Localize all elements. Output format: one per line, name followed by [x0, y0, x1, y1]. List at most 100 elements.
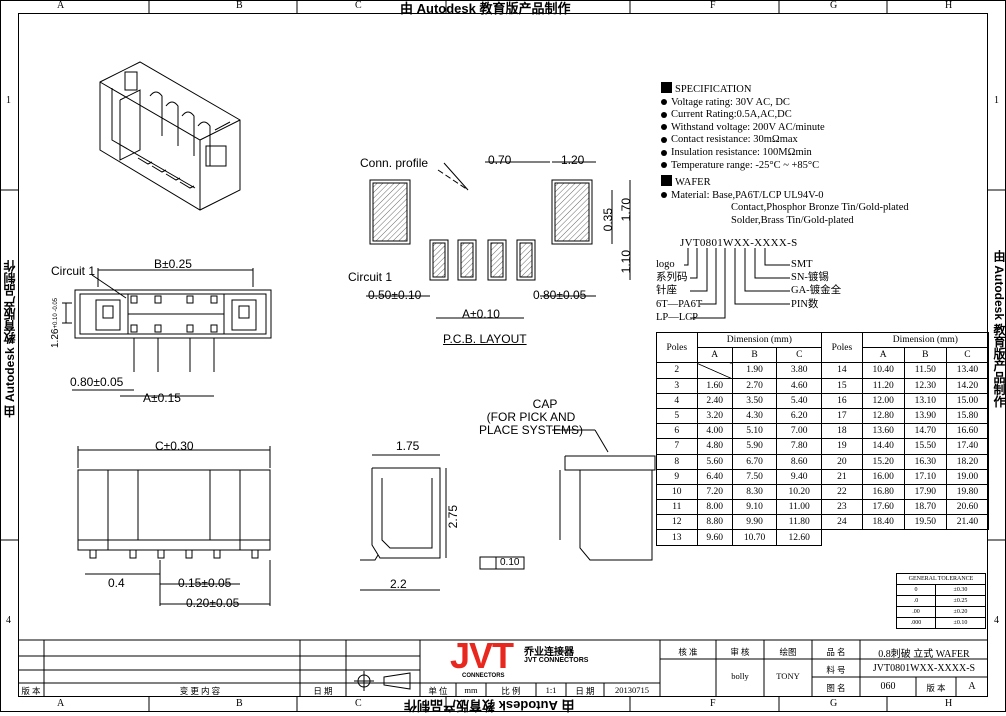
- dim-080-top: 0.80±0.05: [70, 375, 124, 389]
- frame-col-labels-top: A B C F G H: [0, 0, 1006, 13]
- spec-item: Current Rating:0.5A,AC,DC: [661, 109, 991, 122]
- dim-175: 1.75: [396, 439, 420, 453]
- col-label: F: [710, 698, 716, 709]
- dim-126: 1.26+0.10 -0.05: [50, 298, 61, 348]
- dim-cell: 11.20: [861, 377, 905, 394]
- dim-cell: A: [696, 347, 733, 364]
- top-view: [62, 268, 272, 397]
- dim-cell: Poles: [656, 331, 698, 364]
- dim-cell: 9.60: [696, 529, 733, 546]
- top-circuit-label: Circuit 1: [51, 264, 96, 278]
- dim-cell: 21: [821, 468, 863, 485]
- code-label: GA-镀金全: [791, 285, 842, 297]
- tb-drawing-name: 060: [880, 681, 896, 692]
- conn-profile-label: Conn. profile: [360, 156, 429, 170]
- spec-item: Insulation resistance: 100MΩmin: [661, 147, 991, 160]
- dim-cell: 6.40: [696, 468, 733, 485]
- tol-cell: ±0.30: [934, 584, 987, 596]
- col-label: A: [57, 698, 65, 709]
- dim-cell: 14.20: [945, 377, 990, 394]
- dim-015: 0.15±0.05: [178, 576, 232, 590]
- dim-050: 0.50±0.10: [368, 288, 422, 302]
- dim-170: 1.70: [619, 198, 633, 222]
- dim-020: 0.20±0.05: [186, 596, 240, 610]
- material-line: Contact,Phosphor Bronze Tin/Gold-plated: [731, 202, 909, 214]
- dim-cell: B: [903, 347, 947, 364]
- dim-cell: 15: [821, 377, 863, 394]
- col-label: H: [945, 0, 953, 11]
- tb-liaohao: 料 号: [826, 665, 846, 675]
- dim-cell: 17.40: [945, 438, 990, 455]
- tb-bili: 比 例: [501, 686, 521, 696]
- dim-126-value: 1.26: [50, 328, 61, 348]
- pcb-layout-title: P.C.B. LAYOUT: [443, 332, 527, 346]
- row-label: 4: [6, 615, 11, 626]
- dim-cell: C: [945, 347, 990, 364]
- title-block-lines: [18, 639, 988, 696]
- dim-cell: 11.50: [903, 362, 947, 379]
- col-label: H: [945, 698, 953, 709]
- dim-cell: 15.80: [945, 407, 990, 425]
- spec-item: Contact resistance: 30mΩmax: [661, 134, 991, 147]
- col-label: C: [355, 0, 362, 11]
- tb-partno: JVT0801WXX-XXXX-S: [872, 663, 976, 674]
- col-label: B: [236, 698, 243, 709]
- dim-cell: 7.20: [696, 483, 733, 501]
- dim-cell: 24: [821, 514, 863, 531]
- code-label: SMT: [791, 259, 813, 270]
- dim-22: 2.2: [390, 577, 407, 591]
- code-label: 针座: [656, 285, 677, 297]
- dim-cell: A: [861, 347, 905, 364]
- code-label: LP—LCP: [656, 311, 699, 323]
- code-label: PIN数: [791, 298, 819, 310]
- watermark-right: 由 Autodesk 教育版产品制作: [992, 250, 1006, 408]
- dim-cell: 7.80: [776, 438, 823, 455]
- dim-cell: 18.40: [861, 514, 905, 531]
- dim-cell: 10.70: [731, 529, 778, 546]
- dim-cell: 12: [656, 514, 698, 531]
- part-code-right-labels: SMT SN-镀锡 GA-镀金全 PIN数: [791, 258, 841, 311]
- dim-cell: 15.50: [903, 438, 947, 455]
- code-label: SN-镀锡: [791, 272, 829, 284]
- tb-riqi2: 日 期: [575, 686, 595, 696]
- dim-cell: [904, 530, 946, 545]
- pcb-pads-hatch: [372, 182, 590, 278]
- dim-cell: 16.00: [861, 468, 905, 485]
- part-code: JVT0801WXX-XXXX-S: [680, 237, 798, 249]
- dim-120: 1.20: [561, 153, 585, 167]
- part-code-left-labels: logo 系列码 针座 6T—PA6T LP—LCP: [656, 258, 702, 324]
- dim-cell: 13: [656, 529, 698, 546]
- col-label: G: [830, 0, 838, 11]
- dim-cell: 5.10: [731, 423, 778, 440]
- row-label: 1: [994, 95, 999, 106]
- dim-cell: 11: [656, 499, 698, 516]
- tb-pinming: 品 名: [826, 647, 846, 657]
- dim-cell: 5.60: [696, 453, 733, 470]
- cap-label: CAP (FOR PICK AND PLACE SYSTEMS): [466, 398, 596, 437]
- dim-cell: 14: [821, 362, 863, 379]
- dim-cell: 17: [821, 407, 863, 425]
- tb-banben: 版 本: [21, 686, 41, 696]
- dim-cell: 4: [656, 392, 698, 409]
- tb-date: 20130715: [615, 685, 649, 695]
- tb-biangeng: 变 更 内 容: [179, 686, 221, 696]
- dim-cell: 8.00: [696, 499, 733, 516]
- watermark-left: 由 Autodesk 教育版产品制作: [3, 260, 17, 418]
- front-view-pins: [89, 549, 259, 559]
- bullet-icon: [661, 136, 667, 143]
- dim-cell: 10: [656, 483, 698, 501]
- dim-cell: 4.30: [731, 407, 778, 425]
- dim-cell: 18: [821, 423, 863, 440]
- dim-cell: 12.00: [861, 392, 905, 409]
- pcb-circuit-label: Circuit 1: [348, 270, 393, 284]
- dim-cell: 3.80: [776, 362, 823, 379]
- dim-cell: 23: [821, 499, 863, 516]
